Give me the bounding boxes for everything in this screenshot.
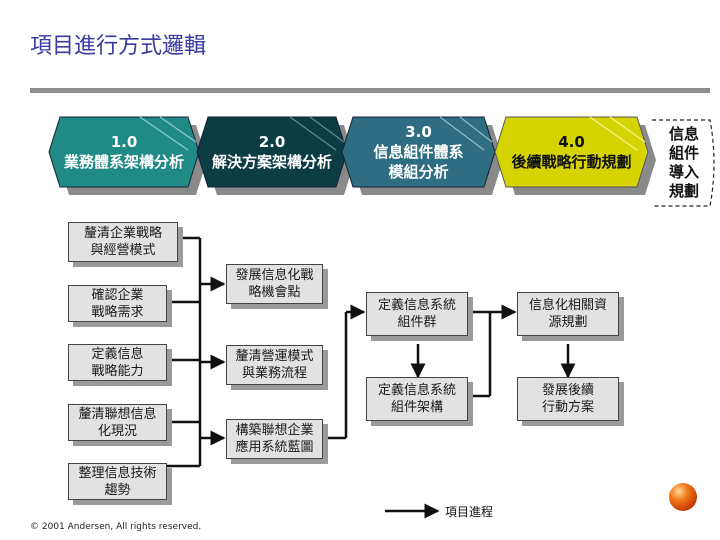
phase-2-title: 解決方案架構分析	[211, 153, 332, 171]
step-line: 趨勢	[104, 482, 131, 498]
step-line: 與經營模式	[90, 243, 156, 258]
side-note-line: 組件	[668, 144, 699, 162]
step-line: 應用系統藍圖	[235, 440, 314, 455]
step-line: 略機會點	[248, 285, 301, 300]
legend-label: 項目進程	[445, 505, 494, 519]
step-line: 定義信息	[91, 346, 144, 362]
connectors-col1-col2	[167, 236, 226, 468]
step-line: 化現況	[97, 423, 137, 439]
phase-chevron-1	[48, 116, 207, 195]
step-line: 發展信息化戰	[235, 268, 314, 283]
phase-4-number: 4.0	[558, 133, 585, 151]
side-note-line: 規劃	[668, 182, 699, 200]
phase-3-title-line1: 信息組件體系	[373, 143, 464, 161]
step-line: 發展後續	[541, 383, 594, 398]
step-confirm-needs: 確認企業 戰略需求	[68, 285, 167, 322]
step-line: 定義信息系統	[377, 298, 456, 313]
step-line: 確認企業	[91, 287, 144, 303]
step-operating-model: 釐清營運模式 與業務流程	[226, 345, 323, 385]
page-title: 項目進行方式邏輯	[30, 34, 207, 59]
phase-3-number: 3.0	[405, 123, 432, 141]
side-note: 信息 組件 導入 規劃	[655, 120, 713, 206]
step-define-capability: 定義信息 戰略能力	[68, 344, 167, 381]
step-tech-trends: 整理信息技術 趨勢	[68, 463, 167, 500]
step-line: 構築聯想企業	[235, 423, 314, 438]
phase-chevron-3	[341, 116, 503, 195]
side-note-line: 導入	[668, 163, 699, 181]
side-note-bracket	[652, 119, 715, 207]
step-line: 與業務流程	[241, 366, 307, 381]
step-line: 整理信息技術	[78, 465, 157, 481]
phase-3-label: 3.0 信息組件體系 模組分析	[342, 117, 495, 187]
step-line: 源規劃	[548, 315, 588, 330]
step-component-architecture: 定義信息系統 組件架構	[366, 377, 468, 421]
step-line: 行動方案	[541, 400, 594, 415]
step-clarify-strategy: 釐清企業戰略 與經營模式	[68, 222, 178, 262]
step-line: 釐清營運模式	[235, 349, 314, 364]
phase-1-label: 1.0 業務體系架構分析	[49, 117, 199, 187]
step-line: 戰略能力	[91, 363, 144, 379]
connectors-col3-col4	[410, 304, 517, 398]
logo-sphere	[669, 483, 697, 511]
step-line: 定義信息系統	[377, 383, 456, 398]
copyright-notice: © 2001 Andersen, All rights reserved.	[30, 522, 202, 532]
connectors-col2-col3	[324, 304, 366, 440]
step-line: 組件群	[397, 315, 437, 330]
phase-2-label: 2.0 解決方案架構分析	[197, 117, 347, 187]
side-note-line: 信息	[668, 125, 699, 143]
phase-3-title-line2: 模組分析	[388, 163, 449, 181]
step-action-plan: 發展後續 行動方案	[517, 377, 619, 421]
phase-2-number: 2.0	[258, 133, 286, 151]
step-line: 組件架構	[390, 400, 443, 415]
step-clarify-status: 釐清聯想信息 化現況	[68, 404, 167, 441]
phase-chevron-4	[494, 116, 656, 195]
phase-4-label: 4.0 後續戰略行動規劃	[495, 117, 648, 187]
phase-chevron-2	[196, 116, 355, 195]
step-line: 釐清企業戰略	[83, 226, 162, 241]
phase-4-title: 後續戰略行動規劃	[511, 153, 632, 171]
step-component-group: 定義信息系統 組件群	[366, 292, 468, 336]
phase-1-title: 業務體系架構分析	[63, 153, 184, 171]
step-line: 戰略需求	[91, 304, 144, 320]
step-line: 信息化相關資	[528, 298, 607, 313]
phase-1-number: 1.0	[110, 133, 138, 151]
title-divider	[30, 88, 710, 93]
step-opportunities: 發展信息化戰 略機會點	[226, 264, 323, 304]
step-line: 釐清聯想信息	[78, 406, 157, 422]
step-app-blueprint: 構築聯想企業 應用系統藍圖	[226, 419, 323, 459]
step-resource-planning: 信息化相關資 源規劃	[517, 292, 619, 336]
